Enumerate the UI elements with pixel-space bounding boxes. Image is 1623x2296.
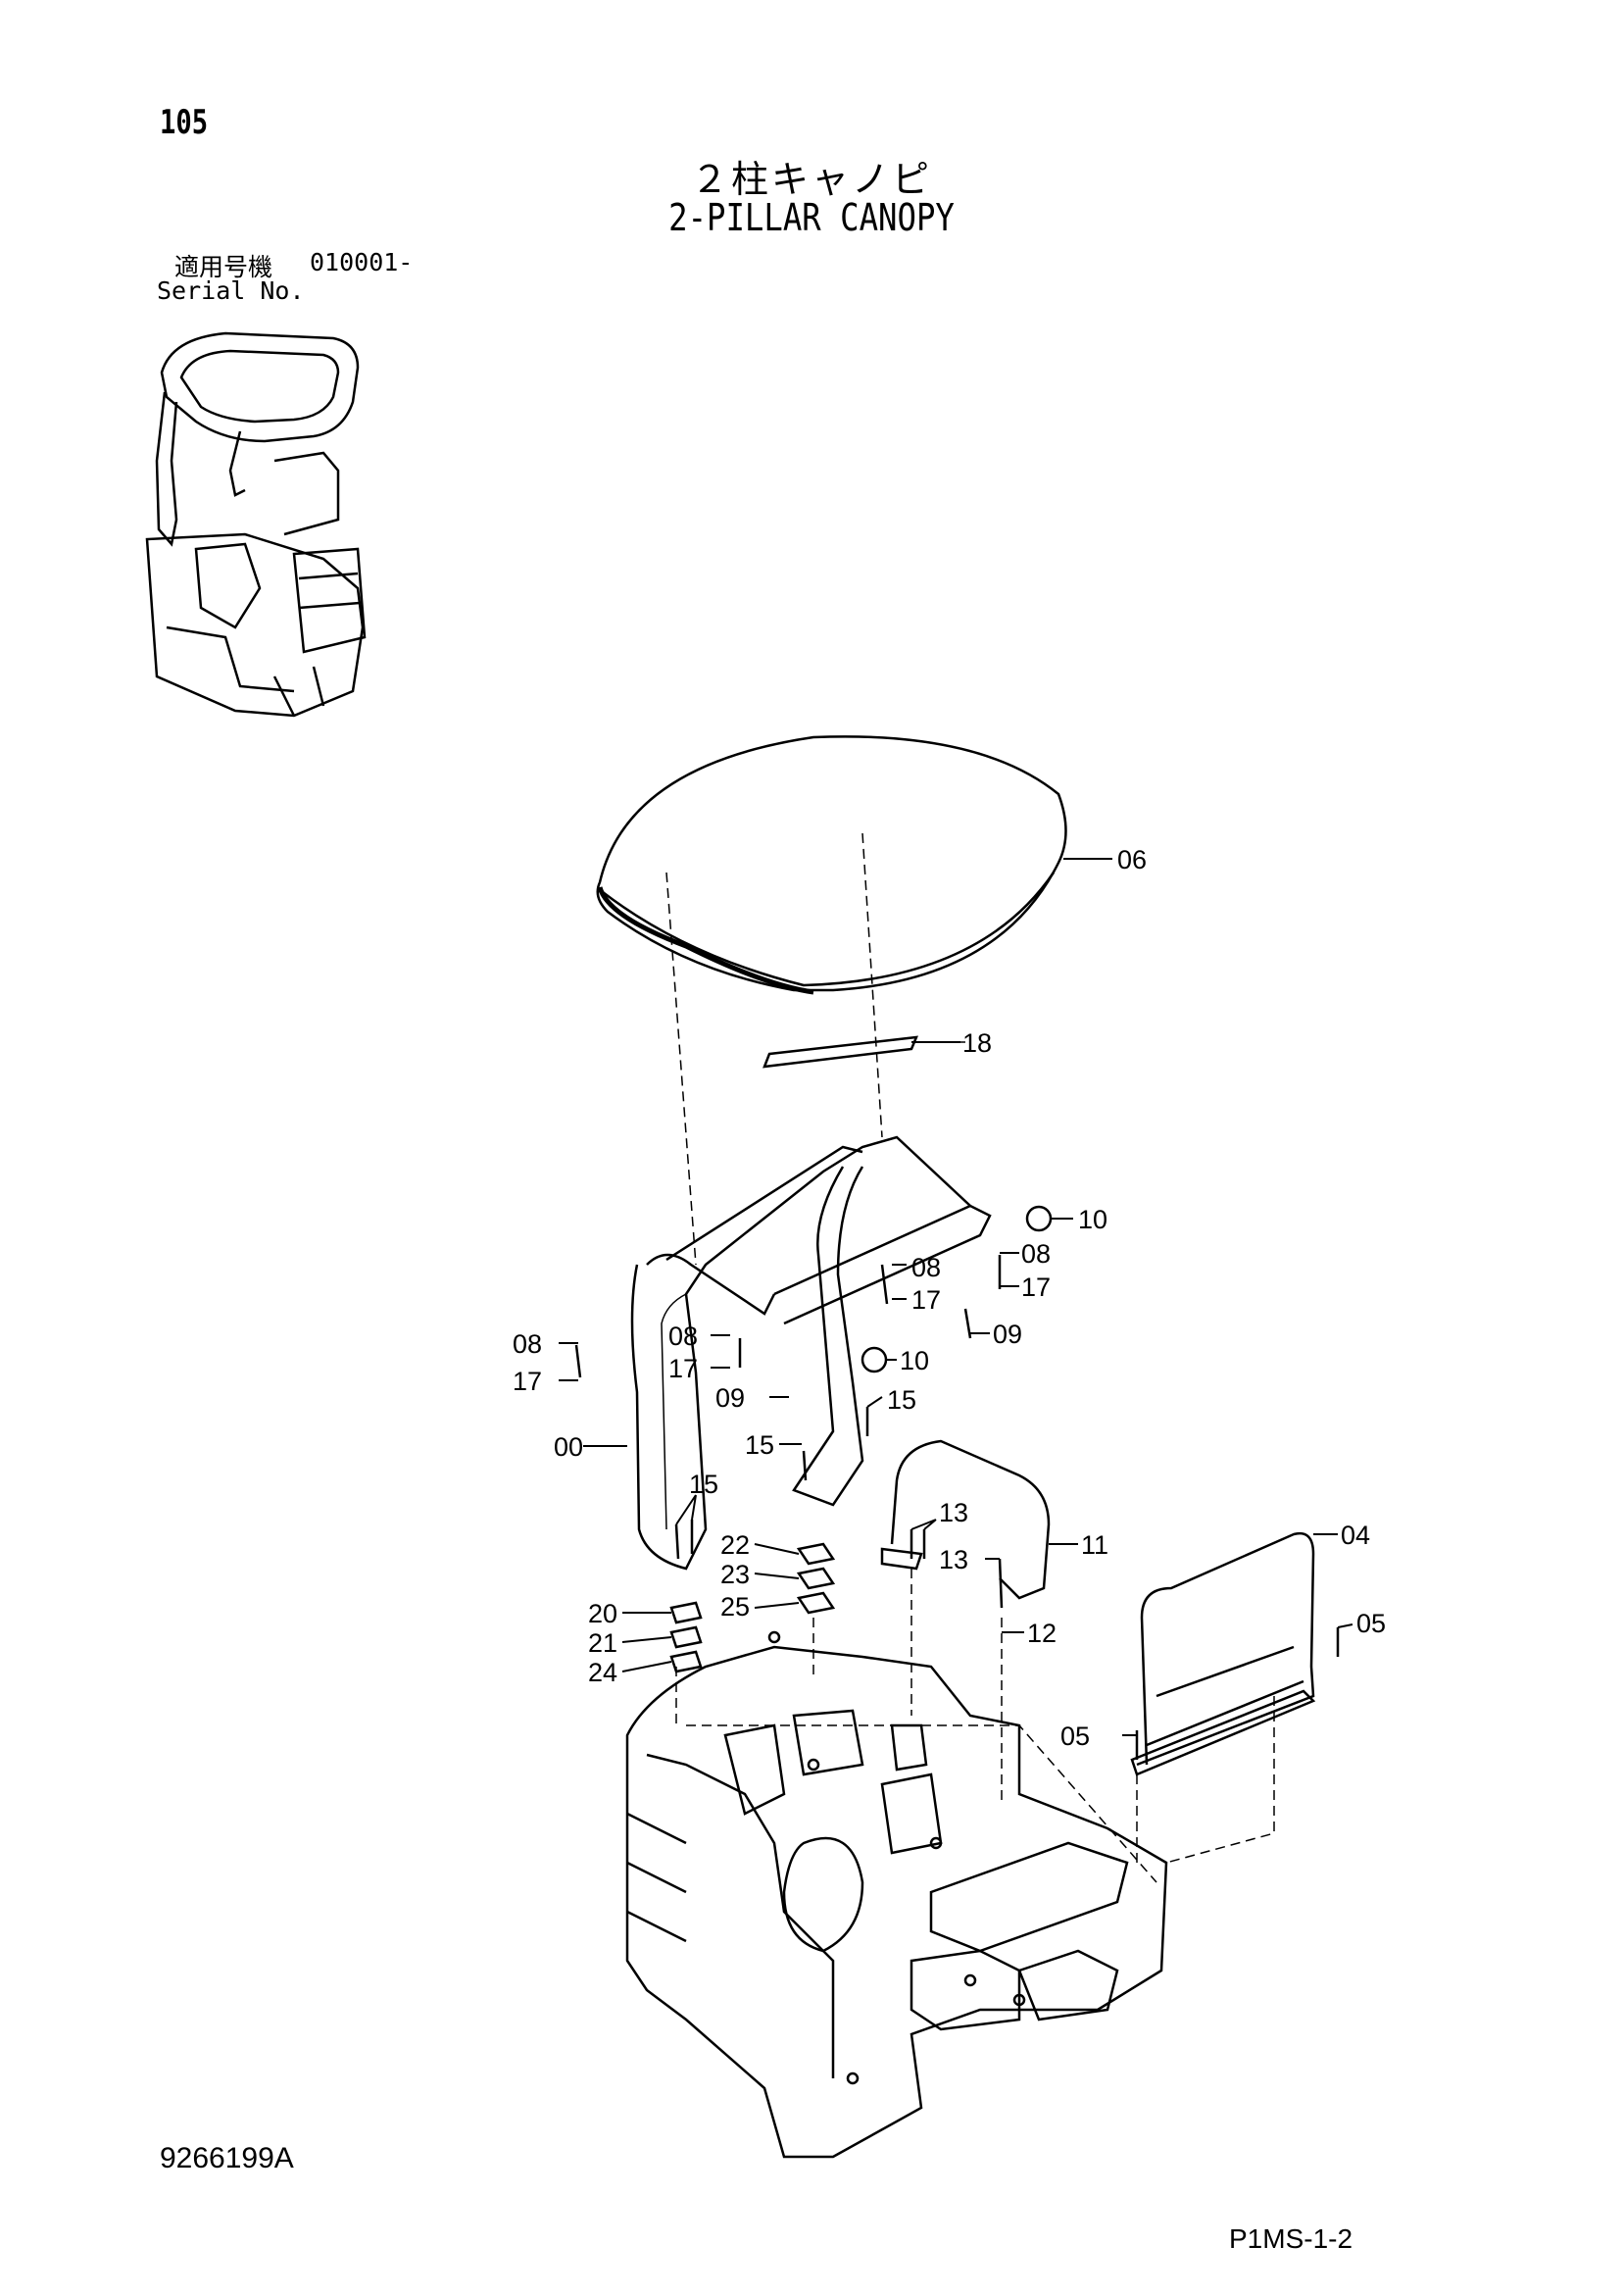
callout-25: 25 [720, 1592, 750, 1622]
callout-17: 17 [1021, 1273, 1051, 1302]
callout-20: 20 [588, 1599, 617, 1628]
callout-00: 00 [554, 1432, 583, 1462]
callout-21: 21 [588, 1628, 617, 1658]
callout-11: 11 [1081, 1530, 1108, 1560]
cap-left [861, 1346, 888, 1373]
callout-09: 09 [715, 1383, 745, 1413]
callout-12: 12 [1027, 1619, 1057, 1648]
page-title-japanese: ２柱キャノピ [690, 158, 932, 201]
callout-13: 13 [939, 1498, 968, 1527]
callout-24: 24 [588, 1658, 617, 1687]
page-reference: P1MS-1-2 [1229, 2223, 1353, 2254]
handrail [890, 1439, 1051, 1600]
page-title-english: 2-PILLAR CANOPY [668, 196, 955, 239]
exploded-assembly [574, 735, 1340, 2159]
callout-18: 18 [962, 1028, 992, 1058]
callout-23: 23 [720, 1560, 750, 1589]
callout-labels: 06 18 10 08 17 08 17 09 08 17 08 17 09 1… [513, 845, 1386, 1751]
serial-number-value: 010001- [310, 248, 414, 276]
callout-05: 05 [1060, 1722, 1090, 1751]
callout-04: 04 [1341, 1521, 1370, 1550]
document-number: 9266199A [160, 2142, 294, 2174]
callout-22: 22 [720, 1530, 750, 1560]
callout-08: 08 [911, 1253, 941, 1282]
seal-strip [762, 1035, 918, 1069]
callout-10: 10 [1078, 1205, 1107, 1234]
callout-13: 13 [939, 1545, 968, 1574]
base-body [625, 1645, 1168, 2159]
callout-09: 09 [993, 1320, 1022, 1349]
callout-10: 10 [900, 1346, 929, 1375]
overview-thumbnail [145, 331, 367, 718]
page-number: 105 [160, 103, 209, 142]
serial-label-english: Serial No. [157, 276, 305, 305]
callout-17: 17 [911, 1285, 941, 1315]
rear-guard [1136, 1531, 1315, 1767]
callout-05: 05 [1356, 1609, 1386, 1638]
callout-17: 17 [513, 1367, 542, 1396]
callout-leaders [559, 858, 1353, 1736]
callout-06: 06 [1117, 845, 1147, 874]
callout-15: 15 [689, 1470, 718, 1499]
callout-08: 08 [513, 1329, 542, 1359]
canopy-roof [596, 735, 1067, 992]
callout-15: 15 [745, 1430, 774, 1460]
callout-17: 17 [668, 1354, 698, 1383]
callout-08: 08 [1021, 1239, 1051, 1269]
serial-label-japanese: 適用号機 [174, 253, 273, 281]
cap-right [1025, 1205, 1053, 1232]
callout-15: 15 [887, 1385, 916, 1415]
canopy-frame [630, 1135, 971, 1571]
callout-08: 08 [668, 1322, 698, 1351]
